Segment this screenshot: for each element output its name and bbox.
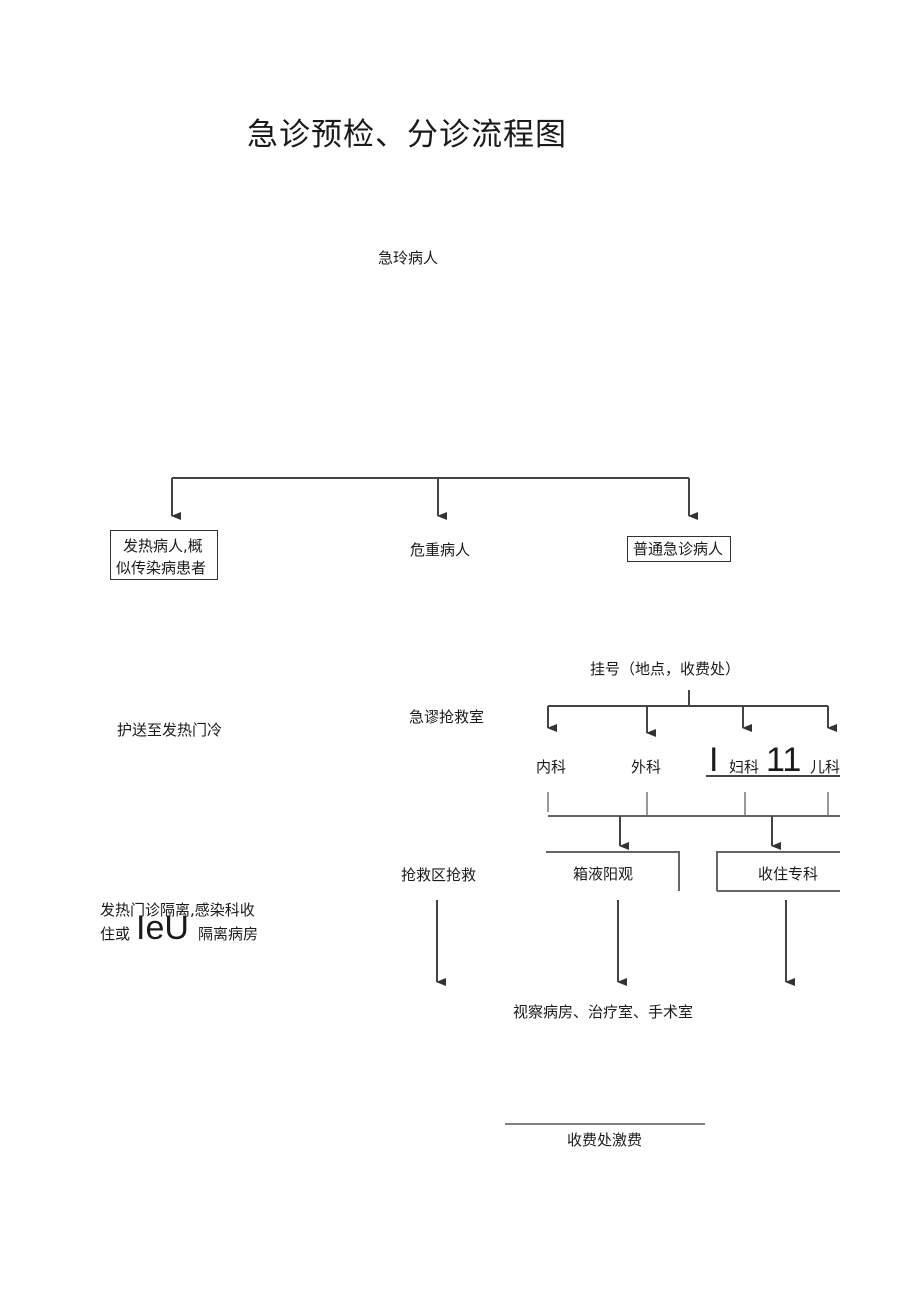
observation-label: 箱液阳观 (573, 865, 634, 883)
merge-arrows (619, 816, 781, 850)
department-split-connector (547, 690, 837, 737)
dept-gynecology: 妇科 (729, 758, 760, 776)
dept-pediatrics: 儿科 (810, 758, 841, 776)
dept-divider-1: I (709, 741, 719, 779)
normal-patient-box (627, 536, 731, 562)
dept-surgery: 外科 (631, 758, 662, 776)
rescue-zone-label: 抢救区抢救 (401, 866, 477, 884)
isolation-label-icu: IeU (136, 909, 189, 947)
fever-patient-box (110, 530, 218, 580)
escort-fever-clinic-label: 护送至发热门冷 (117, 721, 223, 739)
dept-internal: 内科 (536, 758, 567, 776)
isolation-label-suffix: 隔离病房 (198, 925, 259, 943)
normal-patient-label: 普通急诊病人 (633, 540, 724, 558)
critical-patient-label: 危重病人 (410, 541, 471, 559)
dept-divider-2: 11 (766, 741, 802, 779)
registration-label: 挂号（地点，收费处） (590, 660, 741, 678)
emergency-rescue-room-label: 急谬抢救室 (409, 708, 485, 726)
department-merge-connector (547, 792, 840, 817)
dept-underline (706, 775, 840, 777)
isolation-label-line1: 发热门诊隔离,感染科收 (100, 901, 255, 919)
top-split-connector (171, 477, 698, 520)
page-title: 急诊预检、分诊流程图 (247, 117, 567, 153)
wards-label: 视察病房、治疗室、手术室 (513, 1003, 694, 1021)
fee-label: 收费处激费 (567, 1131, 643, 1149)
admit-specialty-label: 收住专科 (758, 865, 819, 883)
admit-box (716, 851, 840, 892)
fever-patient-label-1: 发热病人,概 (123, 537, 203, 555)
start-node-label: 急玲病人 (378, 249, 439, 267)
isolation-label-prefix: 住或 (100, 925, 131, 943)
observe-box (546, 851, 680, 891)
lower-arrows (436, 900, 795, 986)
fever-patient-label-2: 似传染病患者 (116, 559, 207, 577)
